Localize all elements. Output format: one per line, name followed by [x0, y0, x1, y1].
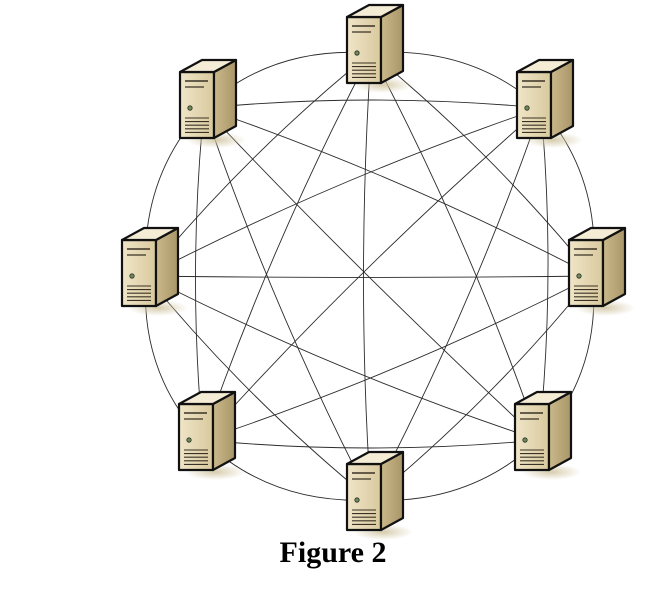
connection-line [202, 439, 540, 449]
mesh-network-diagram [120, 3, 635, 540]
connection-line [363, 52, 372, 501]
connection-line [202, 52, 372, 441]
server-icon [567, 226, 635, 316]
connection-line [203, 107, 594, 277]
connection-line [202, 107, 542, 441]
server-icon [177, 390, 245, 480]
server-icon [120, 226, 188, 316]
server-icon [345, 3, 413, 93]
connection-line [203, 107, 372, 501]
server-icon [513, 390, 581, 480]
connection-line [202, 275, 594, 441]
server-icon [178, 58, 246, 148]
connection-line [203, 107, 540, 441]
server-nodes [120, 3, 635, 540]
connection-line [538, 107, 549, 441]
connection-line [145, 275, 540, 441]
server-icon [345, 450, 413, 540]
connection-line [145, 275, 594, 278]
server-icon [515, 58, 583, 148]
connection-line [370, 52, 540, 441]
figure-caption: Figure 2 [279, 536, 387, 569]
connection-line [370, 107, 542, 501]
connection-line [203, 99, 542, 109]
connection-line [145, 107, 542, 277]
connection-line [195, 107, 205, 441]
